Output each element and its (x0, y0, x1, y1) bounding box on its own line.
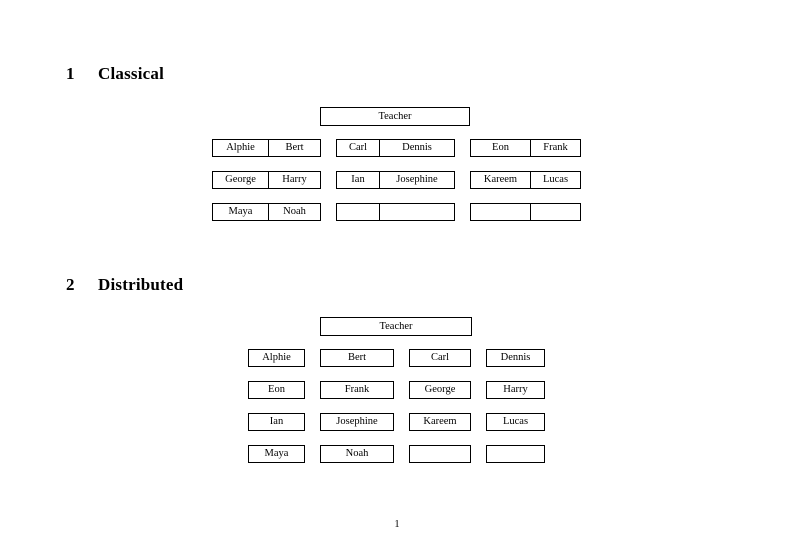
table-cell: Noah (268, 204, 320, 220)
table-row: Kareem Lucas (470, 171, 581, 189)
table-cell: Frank (530, 140, 580, 156)
table-cell-empty (471, 204, 530, 220)
table-cell: Carl (348, 142, 368, 153)
section-number-2: 2 (66, 275, 75, 294)
page-number: 1 (394, 519, 400, 530)
table-cell: Ian (351, 174, 365, 185)
table-cell-empty (486, 445, 545, 463)
table-cell: Maya (248, 445, 305, 463)
section-heading-distributed: 2 Distributed (66, 275, 183, 295)
table-row: Eon Frank (470, 139, 581, 157)
section-title-2: Distributed (98, 275, 184, 294)
table-cell: Lucas (530, 172, 580, 188)
table-cell-empty (530, 204, 580, 220)
table-cell: Kareem (483, 174, 518, 185)
table-cell: Eon (492, 142, 509, 153)
table-cell: Harry (486, 381, 545, 399)
table-cell: Alphie (248, 349, 305, 367)
table-row: Carl Dennis (336, 139, 455, 157)
table-row (470, 203, 581, 221)
table-cell: Kareem (409, 413, 471, 431)
section-title-1: Classical (98, 64, 165, 83)
table-row: George Harry (212, 171, 321, 189)
table-cell-empty (379, 204, 454, 220)
table-cell: Carl (409, 349, 471, 367)
teacher-box-distributed: Teacher (320, 317, 472, 336)
table-cell: Maya (228, 206, 253, 217)
table-cell-empty (409, 445, 471, 463)
table-cell: Alphie (226, 142, 255, 153)
table-cell: Josephine (379, 172, 454, 188)
table-cell: Lucas (486, 413, 545, 431)
table-row: Ian Josephine (336, 171, 455, 189)
table-cell: Harry (268, 172, 320, 188)
table-cell: Bert (268, 140, 320, 156)
teacher-box-classical: Teacher (320, 107, 470, 126)
table-row: Alphie Bert (212, 139, 321, 157)
table-cell-empty (337, 204, 379, 220)
table-cell: Josephine (320, 413, 394, 431)
table-cell: Frank (320, 381, 394, 399)
table-cell: Ian (248, 413, 305, 431)
table-cell: Noah (320, 445, 394, 463)
table-cell: George (409, 381, 471, 399)
table-cell: George (225, 174, 256, 185)
table-row (336, 203, 455, 221)
section-number-1: 1 (66, 64, 75, 83)
table-cell: Eon (248, 381, 305, 399)
table-row: Maya Noah (212, 203, 321, 221)
table-cell: Dennis (486, 349, 545, 367)
section-heading-classical: 1 Classical (66, 64, 164, 84)
table-cell: Bert (320, 349, 394, 367)
table-cell: Dennis (379, 140, 454, 156)
